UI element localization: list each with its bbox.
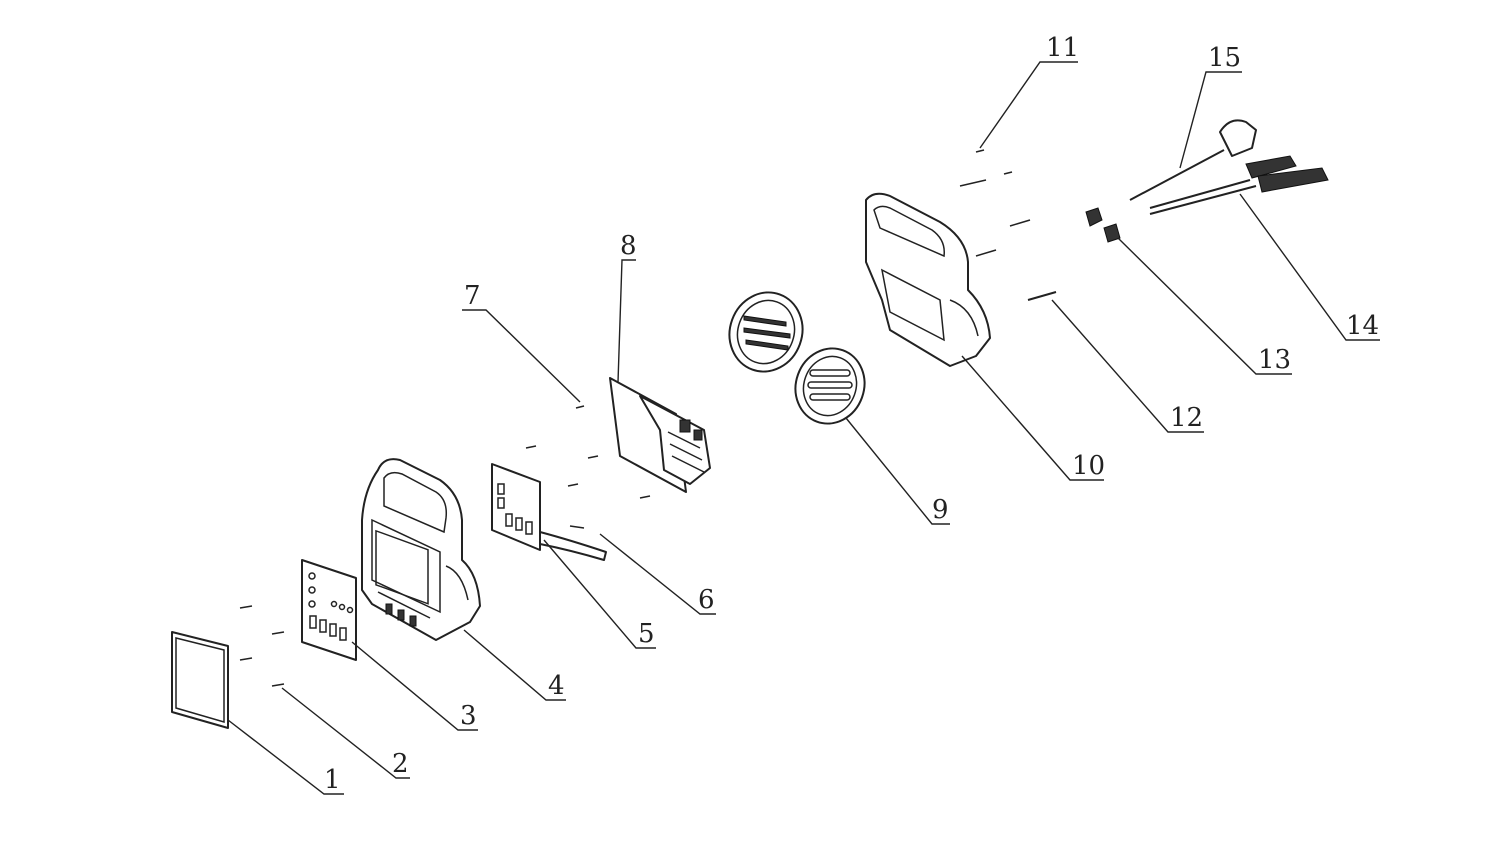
callout-4: 4 (548, 671, 565, 701)
leader-1 (227, 719, 344, 795)
callout-6: 6 (698, 585, 715, 615)
callout-11: 11 (1046, 33, 1079, 63)
leader-7 (462, 309, 581, 403)
part-8-main-pcb (609, 377, 711, 493)
part-2-screws (239, 605, 285, 687)
callout-2: 2 (392, 749, 409, 779)
part-5-control-board (491, 463, 607, 561)
leader-14 (1239, 193, 1380, 341)
part-12-pin (1027, 291, 1057, 301)
callout-14: 14 (1346, 311, 1379, 341)
part-9-grille (728, 291, 866, 425)
leader-lines (227, 61, 1380, 795)
callout-8: 8 (620, 231, 637, 261)
leader-11 (979, 61, 1078, 149)
leader-15 (1179, 71, 1242, 169)
part-14-clamp-cables (1149, 155, 1329, 215)
part-10-rear-housing (865, 192, 991, 367)
callout-5: 5 (638, 619, 655, 649)
leader-5 (543, 539, 656, 649)
leader-12 (1051, 299, 1204, 433)
callout-7: 7 (464, 281, 481, 311)
part-1-label-sheet (171, 631, 229, 729)
callout-12: 12 (1170, 403, 1203, 433)
callout-13: 13 (1258, 345, 1291, 375)
part-3-front-panel (301, 559, 357, 661)
part-6-screw (569, 525, 585, 529)
leader-8 (617, 259, 636, 383)
callout-1: 1 (324, 765, 341, 795)
callout-3: 3 (460, 701, 477, 731)
part-4-front-housing (361, 458, 481, 641)
callout-labels: 1 2 3 4 5 6 7 8 9 10 11 12 13 14 15 (324, 33, 1379, 795)
leader-10 (961, 355, 1104, 481)
leader-4 (463, 629, 566, 701)
leader-6 (599, 533, 716, 615)
callout-15: 15 (1208, 43, 1241, 73)
part-7-screws (525, 405, 651, 499)
part-15-power-cord (1129, 119, 1257, 201)
callout-9: 9 (932, 495, 949, 525)
leader-9 (845, 417, 950, 525)
callout-10: 10 (1072, 451, 1105, 481)
leader-2 (281, 687, 410, 779)
leader-3 (351, 641, 478, 731)
leader-13 (1117, 237, 1292, 375)
part-13-connectors (1085, 207, 1121, 243)
part-11-pins (959, 149, 1031, 257)
